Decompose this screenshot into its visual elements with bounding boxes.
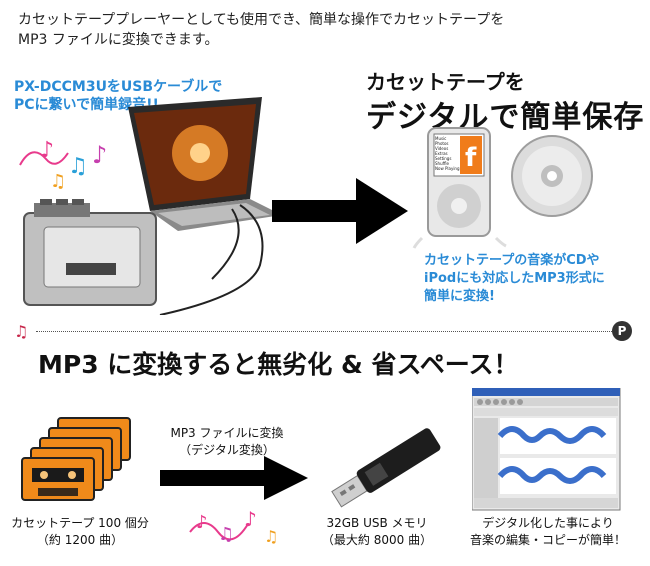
ipod-menu-item: Now Playing bbox=[435, 166, 460, 171]
usb-caption-line-2: （最大約 8000 曲） bbox=[321, 533, 433, 547]
ipod-menu: Music Photos Videos Extras Settings Shuf… bbox=[435, 136, 463, 171]
conversion-description-line-1: カセットテープの音楽がCDや bbox=[424, 253, 600, 268]
ipod-icon: f bbox=[412, 127, 507, 249]
intro-line-1: カセットテーププレーヤーとしても使用でき、簡単な操作でカセットテープを bbox=[18, 12, 505, 28]
ipod-menu-item: Shuffle bbox=[435, 161, 449, 166]
cassette-stack-illustration bbox=[21, 417, 131, 501]
laptop-cassette-illustration: ♪ ♫ ♪ ♫ bbox=[19, 97, 282, 315]
conversion-description: カセットテープの音楽がCDや iPodにも対応したMP3形式に 簡単に変換! bbox=[424, 252, 605, 306]
header-line-1: カセットテープを bbox=[366, 70, 525, 94]
ipod-menu-item: Videos bbox=[435, 146, 449, 151]
intro-text: カセットテーププレーヤーとしても使用でき、簡単な操作でカセットテープを MP3 … bbox=[18, 10, 504, 50]
svg-text:♪: ♪ bbox=[196, 512, 208, 533]
svg-text:♫: ♫ bbox=[264, 527, 278, 546]
section2-title: MP3 に変換すると無劣化 & 省スペース！ bbox=[38, 350, 519, 379]
usb-caption: 32GB USB メモリ （最大約 8000 曲） bbox=[312, 515, 442, 549]
conversion-description-line-3: 簡単に変換! bbox=[424, 289, 495, 304]
audio-editor-screenshot bbox=[472, 388, 621, 511]
ipod-cd-illustration: f bbox=[412, 127, 593, 249]
editor-caption-line-2: 音楽の編集・コピーが簡単！ bbox=[469, 533, 626, 547]
svg-text:♪: ♪ bbox=[40, 138, 54, 163]
svg-text:♫: ♫ bbox=[218, 524, 234, 545]
svg-text:♪: ♪ bbox=[244, 507, 257, 531]
laptop-icon bbox=[128, 97, 282, 231]
svg-text:♫: ♫ bbox=[68, 154, 88, 179]
ipod-menu-item: Extras bbox=[435, 151, 448, 156]
editor-caption: デジタル化した事により 音楽の編集・コピーが簡単！ bbox=[460, 515, 636, 549]
cassettes-caption-line-2: （約 1200 曲） bbox=[36, 533, 124, 547]
conversion-description-line-2: iPodにも対応したMP3形式に bbox=[424, 271, 605, 286]
ipod-menu-item: Settings bbox=[435, 156, 452, 161]
cassettes-caption: カセットテープ 100 個分 （約 1200 曲） bbox=[10, 515, 150, 549]
music-notes-small-icon: ♪ ♫ ♪ ♫ bbox=[189, 507, 278, 546]
section-divider bbox=[36, 331, 618, 332]
header-line-2: デジタルで簡単保存 bbox=[366, 100, 645, 135]
usb-callout: PX-DCCM3UをUSBケーブルで PCに繋いで簡単録音!! bbox=[14, 78, 222, 114]
cassette-tape-icon bbox=[21, 417, 131, 501]
intro-line-2: MP3 ファイルに変換できます。 bbox=[18, 32, 219, 48]
arrow-label-line-2: （デジタル変換） bbox=[179, 443, 275, 457]
conversion-arrow-icon bbox=[160, 456, 308, 500]
ipod-menu-item: Photos bbox=[435, 141, 449, 146]
usb-callout-line-2: PCに繋いで簡単録音!! bbox=[14, 97, 159, 113]
music-note-icon: ♫ bbox=[14, 322, 29, 341]
svg-text:♪: ♪ bbox=[92, 141, 107, 169]
editor-caption-line-1: デジタル化した事により bbox=[482, 516, 614, 530]
arrow-label-line-1: MP3 ファイルに変換 bbox=[170, 426, 284, 440]
brand-p-icon: P bbox=[612, 321, 632, 341]
music-notes-icon: ♪ ♫ ♪ ♫ bbox=[19, 138, 107, 192]
cassette-player-icon bbox=[23, 199, 157, 306]
cassettes-caption-line-1: カセットテープ 100 個分 bbox=[11, 516, 149, 530]
usb-stick-illustration bbox=[331, 428, 441, 508]
usb-caption-line-1: 32GB USB メモリ bbox=[326, 516, 428, 530]
ipod-menu-item: Music bbox=[435, 136, 447, 141]
svg-text:f: f bbox=[465, 143, 477, 173]
cd-icon bbox=[511, 135, 593, 217]
right-arrow-icon bbox=[272, 178, 408, 244]
arrow-label: MP3 ファイルに変換 （デジタル変換） bbox=[152, 425, 302, 459]
usb-memory-icon bbox=[331, 428, 441, 508]
usb-callout-line-1: PX-DCCM3UをUSBケーブルで bbox=[14, 79, 223, 95]
svg-text:♫: ♫ bbox=[50, 171, 66, 192]
